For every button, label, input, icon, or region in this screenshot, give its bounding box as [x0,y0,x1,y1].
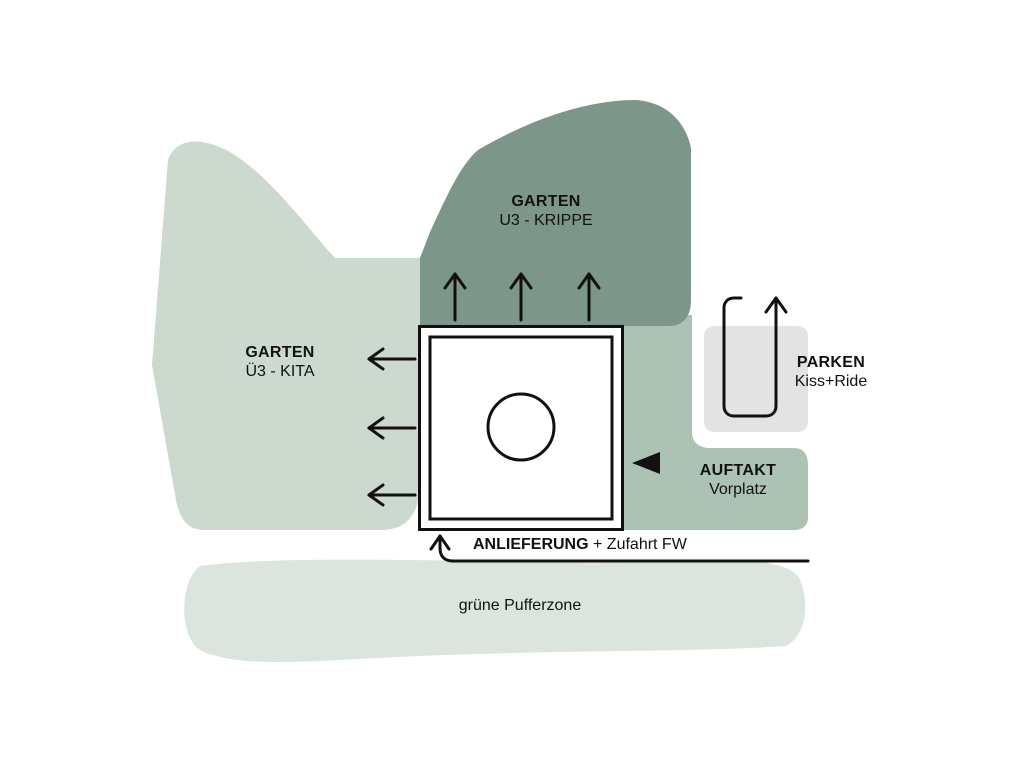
garden-krippe-area [420,100,691,326]
label-garten-kita: GARTEN Ü3 - KITA [210,343,350,381]
anlieferung-bold: ANLIEFERUNG [473,536,589,553]
arrow-up-icon [509,272,533,322]
pufferzone-text: grüne Pufferzone [458,597,582,614]
entrance-triangle-icon [632,452,660,474]
label-garten-krippe: GARTEN U3 - KRIPPE [470,192,622,230]
garten-kita-sub: Ü3 - KITA [245,363,315,381]
parken-sub: Kiss+Ride [794,373,868,391]
auftakt-sub: Vorplatz [709,481,767,499]
arrow-left-icon [367,483,417,507]
arrow-up-icon [443,272,467,322]
arrow-up-icon [577,272,601,322]
garten-krippe-title: GARTEN [511,193,581,210]
building-icon [418,325,624,531]
kiss-ride-loop-icon [722,296,788,418]
label-anlieferung: ANLIEFERUNG + Zufahrt FW [473,536,687,554]
label-parken: PARKEN Kiss+Ride [776,353,886,391]
garten-kita-title: GARTEN [245,344,315,361]
label-pufferzone: grüne Pufferzone [420,596,620,615]
auftakt-title: AUFTAKT [699,462,777,479]
garden-kita-area [152,141,425,530]
arrow-left-icon [367,347,417,371]
garten-krippe-sub: U3 - KRIPPE [499,212,593,230]
buffer-zone-area [184,559,806,663]
parken-title: PARKEN [796,354,866,371]
delivery-route-icon [429,534,810,563]
label-auftakt: AUFTAKT Vorplatz [678,461,798,499]
forecourt-area [610,315,808,530]
parking-area [704,326,808,432]
anlieferung-rest: + Zufahrt FW [588,536,687,553]
arrow-left-icon [367,416,417,440]
